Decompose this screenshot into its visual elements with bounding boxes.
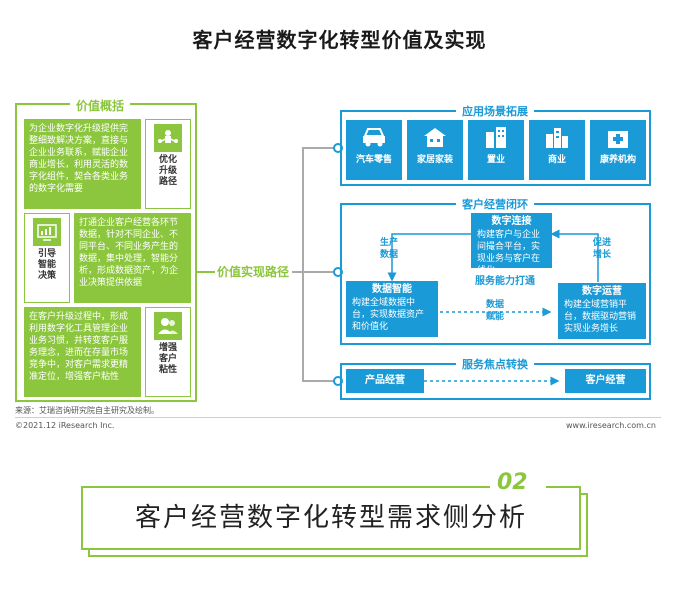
loop-title: 客户经营闭环 xyxy=(456,196,534,212)
data-intelligence-text: 构建全域数据中台，实现数据资产和价值化 xyxy=(352,298,425,332)
value-panel-title: 价值概括 xyxy=(70,97,131,114)
scenario-label: 汽车零售 xyxy=(355,155,392,165)
digital-operations-title: 数字运营 xyxy=(582,286,622,297)
dashboard-icon xyxy=(33,218,61,246)
digital-connect-box: 数字连接 构建客户与企业间撮合平台，实现业务与客户在线化 xyxy=(471,213,552,276)
data-empower-label: 数据 赋能 xyxy=(485,300,504,322)
scenario-home-furnishing: 家居家装 xyxy=(407,120,463,180)
arrow-ops-to-connect xyxy=(550,229,599,282)
product-operation-pill: 产品经营 xyxy=(346,369,424,393)
arrow-connect-to-data xyxy=(387,233,471,282)
website: www.iresearch.com.cn xyxy=(566,421,656,430)
value-item-2-text: 打通企业客户经营各环节数据，针对不同企业、不同平台、不同业务产生的数据，集中处理… xyxy=(74,213,191,303)
section-banner: 客户经营数字化转型需求侧分析 xyxy=(81,486,581,550)
value-item-3-card: 增强客户粘性 xyxy=(145,307,191,397)
promote-growth-label: 促进 增长 xyxy=(592,238,611,260)
digital-connect-text: 构建客户与企业间撮合平台，实现业务与客户在线化 xyxy=(477,230,541,276)
value-item-1-text: 为企业数字化升级提供完整细致解决方案，直接与企业业务联系，赋能企业商业增长，利用… xyxy=(24,119,141,209)
value-item-3-text: 在客户升级过程中，形成利用数字化工具管理企业业务习惯，并转变客户服务理念，进而在… xyxy=(24,307,141,397)
digital-operations-box: 数字运营 构建全域营销平台，数据驱动营销实现业务增长 xyxy=(558,283,646,339)
digital-operations-text: 构建全域营销平台，数据驱动营销实现业务增长 xyxy=(564,300,637,334)
value-item-3-label: 增强客户粘性 xyxy=(158,343,177,375)
hospital-icon xyxy=(608,131,628,148)
scenario-commercial: 商业 xyxy=(529,120,585,180)
page-title: 客户经营数字化转型价值及实现 xyxy=(192,28,487,52)
path-branch-lines xyxy=(292,147,336,382)
house-icon xyxy=(424,128,446,147)
scenario-label: 商业 xyxy=(547,155,566,165)
copyright: ©2021.12 iResearch Inc. xyxy=(15,421,115,430)
scenario-car-retail: 汽车零售 xyxy=(346,120,402,180)
value-item-1-label: 优化升级路径 xyxy=(158,155,177,187)
network-people-icon xyxy=(154,124,182,152)
office-tower-icon xyxy=(546,128,568,148)
value-item-2-label: 引导智能决策 xyxy=(37,249,56,281)
section-number-mask xyxy=(490,478,546,492)
car-icon xyxy=(363,128,385,147)
path-label: 价值实现路径 xyxy=(217,265,290,279)
scenario-label: 家居家装 xyxy=(416,155,453,165)
value-item-2-card: 引导智能决策 xyxy=(24,213,70,303)
scenario-label: 置业 xyxy=(486,155,505,165)
scenarios-title: 应用场景拓展 xyxy=(456,103,534,119)
users-icon xyxy=(154,312,182,340)
scenario-real-estate: 置业 xyxy=(468,120,524,180)
buildings-icon xyxy=(486,127,506,148)
scenario-label: 康养机构 xyxy=(599,155,636,165)
service-capability-label: 服务能力打通 xyxy=(475,276,535,287)
footer-divider xyxy=(15,417,661,418)
customer-operation-pill: 客户经营 xyxy=(565,369,646,393)
source-note: 来源：艾瑞咨询研究院自主研究及绘制。 xyxy=(15,406,159,415)
shift-title: 服务焦点转换 xyxy=(456,356,534,372)
produce-data-label: 生产 数据 xyxy=(379,238,398,260)
digital-connect-title: 数字连接 xyxy=(491,216,532,227)
data-intelligence-box: 数据智能 构建全域数据中台，实现数据资产和价值化 xyxy=(346,281,438,337)
data-intelligence-title: 数据智能 xyxy=(372,284,412,295)
scenario-elderly-care: 康养机构 xyxy=(590,120,646,180)
section-number: 02 xyxy=(497,470,528,495)
value-item-1-card: 优化升级路径 xyxy=(145,119,191,209)
